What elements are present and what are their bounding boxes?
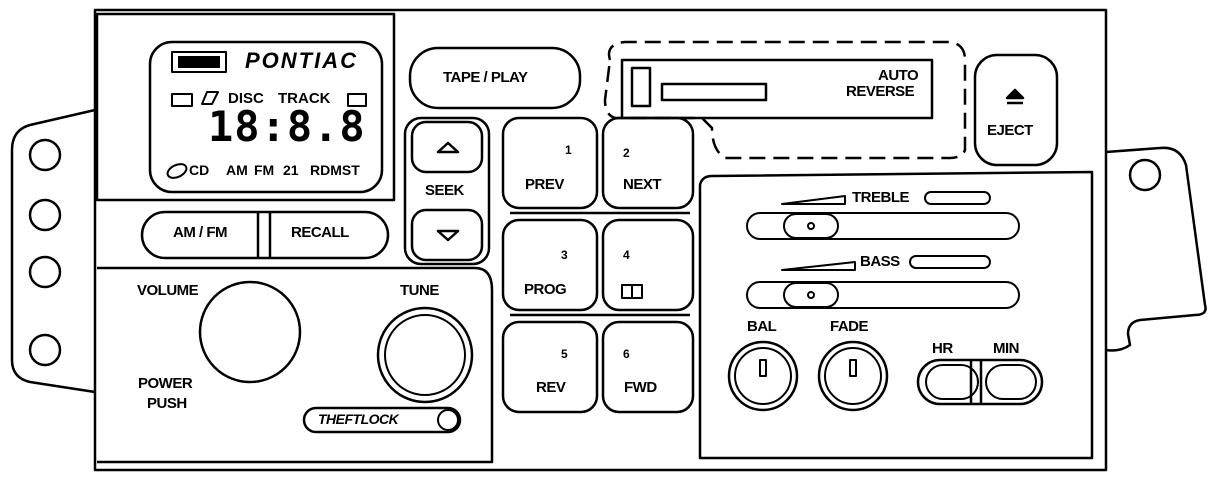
theftlock-led bbox=[437, 409, 459, 431]
logo-badge bbox=[171, 51, 227, 73]
fade-knob[interactable] bbox=[817, 340, 889, 412]
tape-slot-flap bbox=[630, 66, 652, 108]
seek-down-icon bbox=[436, 229, 460, 242]
eject-label: EJECT bbox=[987, 122, 1033, 139]
display-fm-label: FM bbox=[254, 162, 275, 178]
bal-knob-indicator bbox=[759, 359, 767, 377]
brand-logo: PONTIAC bbox=[245, 48, 358, 73]
eject-icon bbox=[1005, 88, 1025, 105]
am-fm-recall-group bbox=[140, 210, 390, 260]
preset-1-label: PREV bbox=[525, 176, 564, 193]
dolby-badge bbox=[660, 82, 768, 102]
preset-5-label: REV bbox=[536, 379, 566, 396]
fade-knob-indicator bbox=[849, 359, 857, 377]
hr-button[interactable] bbox=[925, 364, 979, 400]
treble-slider[interactable] bbox=[746, 212, 1020, 240]
theftlock-indicator bbox=[302, 406, 462, 434]
bal-label: BAL bbox=[747, 318, 777, 335]
preset-2-number: 2 bbox=[623, 146, 630, 160]
display-21-label: 21 bbox=[283, 162, 299, 178]
preset-2-label: NEXT bbox=[623, 176, 662, 193]
auto-label: AUTO bbox=[878, 67, 919, 84]
treble-wedge bbox=[781, 195, 846, 205]
display-rdmst-label: RDMST bbox=[310, 162, 360, 178]
volume-knob[interactable] bbox=[198, 280, 302, 384]
preset-grid bbox=[501, 116, 695, 414]
preset-button-4[interactable] bbox=[601, 218, 695, 312]
treble-label: TREBLE bbox=[852, 189, 910, 206]
preset-3-number: 3 bbox=[561, 248, 568, 262]
min-label: MIN bbox=[993, 340, 1020, 357]
tape-play-button[interactable] bbox=[408, 46, 582, 110]
preset-6-number: 6 bbox=[623, 347, 630, 361]
cd-disc-icon bbox=[166, 163, 188, 179]
preset-button-1[interactable] bbox=[501, 116, 599, 210]
tune-label: TUNE bbox=[400, 282, 439, 299]
display-am-label: AM bbox=[226, 162, 248, 178]
lcd-display bbox=[148, 40, 384, 194]
tape-door[interactable] bbox=[603, 40, 967, 160]
display-track-label: TRACK bbox=[278, 90, 331, 107]
power-label: POWER bbox=[138, 375, 193, 392]
tape-play-label: TAPE / PLAY bbox=[443, 69, 528, 86]
seek-down-button[interactable] bbox=[410, 208, 484, 262]
bass-slider[interactable] bbox=[746, 281, 1020, 309]
preset-1-number: 1 bbox=[565, 143, 572, 157]
preset-button-3[interactable] bbox=[501, 218, 599, 312]
tone-panel bbox=[698, 170, 1094, 460]
bass-label: BASS bbox=[860, 253, 900, 270]
right-mounting-bracket bbox=[1105, 146, 1207, 352]
preset-6-label: FWD bbox=[624, 379, 657, 396]
st-indicator-icon bbox=[347, 93, 367, 107]
seek-up-button[interactable] bbox=[410, 120, 484, 174]
preset-button-6[interactable] bbox=[601, 320, 695, 414]
eject-button[interactable] bbox=[973, 53, 1059, 167]
am-fm-label: AM / FM bbox=[173, 224, 228, 241]
seek-label: SEEK bbox=[425, 182, 464, 199]
fade-label: FADE bbox=[830, 318, 869, 335]
dolby-indicator-icon bbox=[201, 91, 219, 105]
display-bezel bbox=[95, 12, 396, 202]
seek-rocker[interactable] bbox=[403, 116, 491, 266]
preset-button-2[interactable] bbox=[601, 116, 695, 210]
display-digits: 18:8.8 bbox=[208, 102, 366, 151]
tape-indicator-icon bbox=[171, 93, 193, 107]
reverse-label: REVERSE bbox=[846, 83, 915, 100]
theftlock-label: THEFTLOCK bbox=[318, 411, 399, 427]
recall-label: RECALL bbox=[291, 224, 349, 241]
display-cd-label: CD bbox=[189, 162, 210, 178]
volume-label: VOLUME bbox=[137, 282, 199, 299]
preset-3-label: PROG bbox=[524, 281, 567, 298]
min-button[interactable] bbox=[985, 364, 1037, 400]
left-mounting-bracket bbox=[10, 108, 96, 394]
bal-knob[interactable] bbox=[727, 340, 799, 412]
bass-wedge bbox=[781, 261, 856, 271]
hr-label: HR bbox=[932, 340, 953, 357]
bass-slider-thumb[interactable] bbox=[783, 282, 839, 308]
faceplate bbox=[93, 8, 1108, 472]
preset-5-number: 5 bbox=[561, 347, 568, 361]
preset-button-5[interactable] bbox=[501, 320, 599, 414]
preset-4-number: 4 bbox=[623, 248, 630, 262]
seek-up-icon bbox=[436, 141, 460, 154]
tune-knob[interactable] bbox=[376, 306, 474, 404]
display-disc-label: DISC bbox=[228, 90, 264, 107]
push-label: PUSH bbox=[147, 395, 187, 412]
tape-slot bbox=[620, 58, 934, 120]
treble-slider-thumb[interactable] bbox=[783, 213, 839, 239]
knob-panel bbox=[97, 266, 494, 464]
